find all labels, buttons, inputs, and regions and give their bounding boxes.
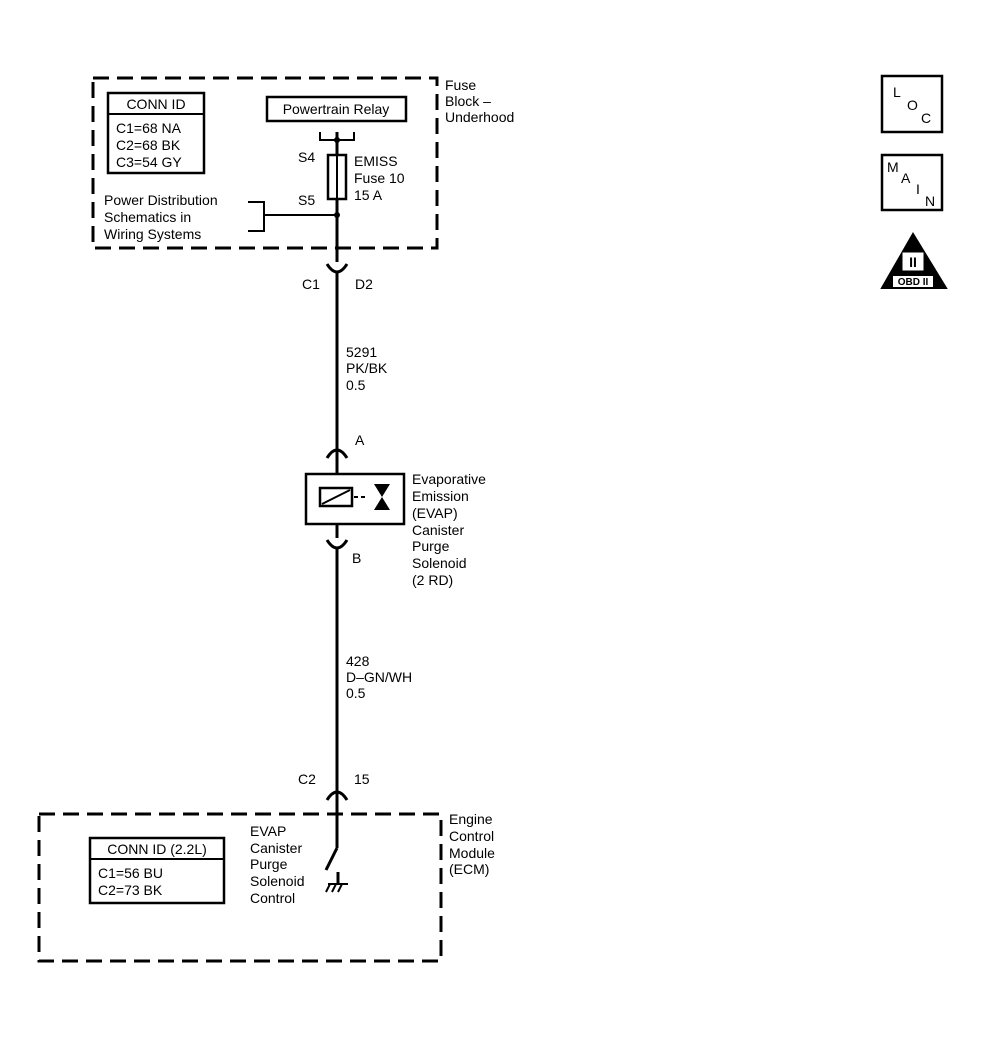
fuse-block-title-line: Underhood xyxy=(445,109,514,125)
main-letter: I xyxy=(916,181,920,197)
main-letter: M xyxy=(887,159,899,175)
ecm-title-line: Module xyxy=(449,845,495,861)
main-badge[interactable]: M A I N xyxy=(880,153,944,212)
fuse-block-title-line: Fuse xyxy=(445,77,476,93)
connector-c1-name: C1 xyxy=(302,276,320,292)
solenoid-pin-a-connector xyxy=(325,448,349,459)
connector-c2-name: C2 xyxy=(298,771,316,787)
conn-id-row: C2=73 BK xyxy=(98,882,163,898)
ecm-title-line: Engine xyxy=(449,811,493,827)
main-letter: A xyxy=(901,170,911,186)
conn-id-row: C1=68 NA xyxy=(116,120,182,136)
conn-id-header: CONN ID (2.2L) xyxy=(107,841,207,857)
emiss-fuse-label: EMISS Fuse 10 15 A xyxy=(354,153,405,203)
fuse-block-underhood: Fuse Block – Underhood CONN ID C1=68 NA … xyxy=(91,76,514,262)
wire-color: PK/BK xyxy=(346,360,388,376)
solenoid-name-line: Emission xyxy=(412,488,469,504)
splice-s5-label: S5 xyxy=(298,192,315,208)
power-dist-line: Schematics in xyxy=(104,209,191,225)
connector-c1-pin: D2 xyxy=(355,276,373,292)
solenoid-name-line: (2 RD) xyxy=(412,572,453,588)
ecm-control-line: EVAP xyxy=(250,823,286,839)
powertrain-relay: Powertrain Relay xyxy=(265,95,408,123)
wire-size: 0.5 xyxy=(346,377,366,393)
solenoid-name: Evaporative Emission (EVAP) Canister Pur… xyxy=(412,471,486,588)
evap-canister-purge-solenoid: A B Evaporative Emission (EVAP) Canister… xyxy=(304,432,486,588)
splice-s4-dot xyxy=(334,137,340,143)
ecm-driver-switch xyxy=(324,847,339,871)
ecm-title-line: Control xyxy=(449,828,494,844)
wire-428-label: 428 D–GN/WH 0.5 xyxy=(346,653,412,701)
ecm-control-label: EVAP Canister Purge Solenoid Control xyxy=(250,823,305,906)
ground-symbol xyxy=(325,883,348,893)
ecm-control-line: Control xyxy=(250,890,295,906)
wire-circuit-number: 428 xyxy=(346,653,370,669)
wire-circuit-number: 5291 xyxy=(346,344,377,360)
loc-badge[interactable]: L O C xyxy=(880,74,944,134)
main-letter: N xyxy=(925,193,935,209)
power-distribution-reference: Power Distribution Schematics in Wiring … xyxy=(104,192,337,242)
power-dist-line: Power Distribution xyxy=(104,192,218,208)
obd-ii-badge[interactable]: II OBD II xyxy=(880,232,948,289)
powertrain-relay-label: Powertrain Relay xyxy=(283,101,390,117)
wire-5291-label: 5291 PK/BK 0.5 xyxy=(346,344,388,393)
obd-label: OBD II xyxy=(898,277,929,288)
solenoid-name-line: Canister xyxy=(412,522,464,538)
conn-id-row: C2=68 BK xyxy=(116,137,181,153)
ecm-control-line: Purge xyxy=(250,856,288,872)
solenoid-pin-b-connector xyxy=(325,539,349,550)
loc-letter: L xyxy=(893,84,901,100)
conn-id-row: C3=54 GY xyxy=(116,154,182,170)
solenoid-name-line: Evaporative xyxy=(412,471,486,487)
solenoid-name-line: (EVAP) xyxy=(412,505,458,521)
conn-id-header: CONN ID xyxy=(126,96,185,112)
ecm-control-line: Canister xyxy=(250,840,302,856)
splice-s4-label: S4 xyxy=(298,149,315,165)
fuse-block-title: Fuse Block – Underhood xyxy=(445,77,514,125)
conn-id-row: C1=56 BU xyxy=(98,865,163,881)
fuse-block-conn-id-table: CONN ID C1=68 NA C2=68 BK C3=54 GY xyxy=(106,91,206,175)
ecm-title-line: (ECM) xyxy=(449,861,489,877)
ecm-boundary xyxy=(37,812,443,963)
loc-letter: C xyxy=(921,110,931,126)
fuse-block-title-line: Block – xyxy=(445,93,491,109)
engine-control-module: Engine Control Module (ECM) CONN ID (2.2… xyxy=(37,800,495,963)
obd-roman-numeral: II xyxy=(909,254,917,270)
connector-c2: C2 15 xyxy=(298,771,370,801)
ecm-title: Engine Control Module (ECM) xyxy=(449,811,495,877)
fuse-label-line: 15 A xyxy=(354,187,383,203)
power-dist-line: Wiring Systems xyxy=(104,226,201,242)
wire-size: 0.5 xyxy=(346,685,366,701)
ecm-control-line: Solenoid xyxy=(250,873,305,889)
fuse-label-line: Fuse 10 xyxy=(354,170,405,186)
valve-symbol-top xyxy=(374,484,390,497)
solenoid-name-line: Solenoid xyxy=(412,555,467,571)
valve-symbol-bottom xyxy=(374,497,390,510)
fuse-label-line: EMISS xyxy=(354,153,398,169)
wire-color: D–GN/WH xyxy=(346,669,412,685)
solenoid-pin-b-label: B xyxy=(352,550,361,566)
solenoid-name-line: Purge xyxy=(412,538,450,554)
connector-c2-pin: 15 xyxy=(354,771,370,787)
loc-letter: O xyxy=(907,97,918,113)
fuse-block-boundary xyxy=(91,76,439,250)
solenoid-pin-a-label: A xyxy=(355,432,365,448)
ecm-conn-id-table: CONN ID (2.2L) C1=56 BU C2=73 BK xyxy=(88,836,226,905)
